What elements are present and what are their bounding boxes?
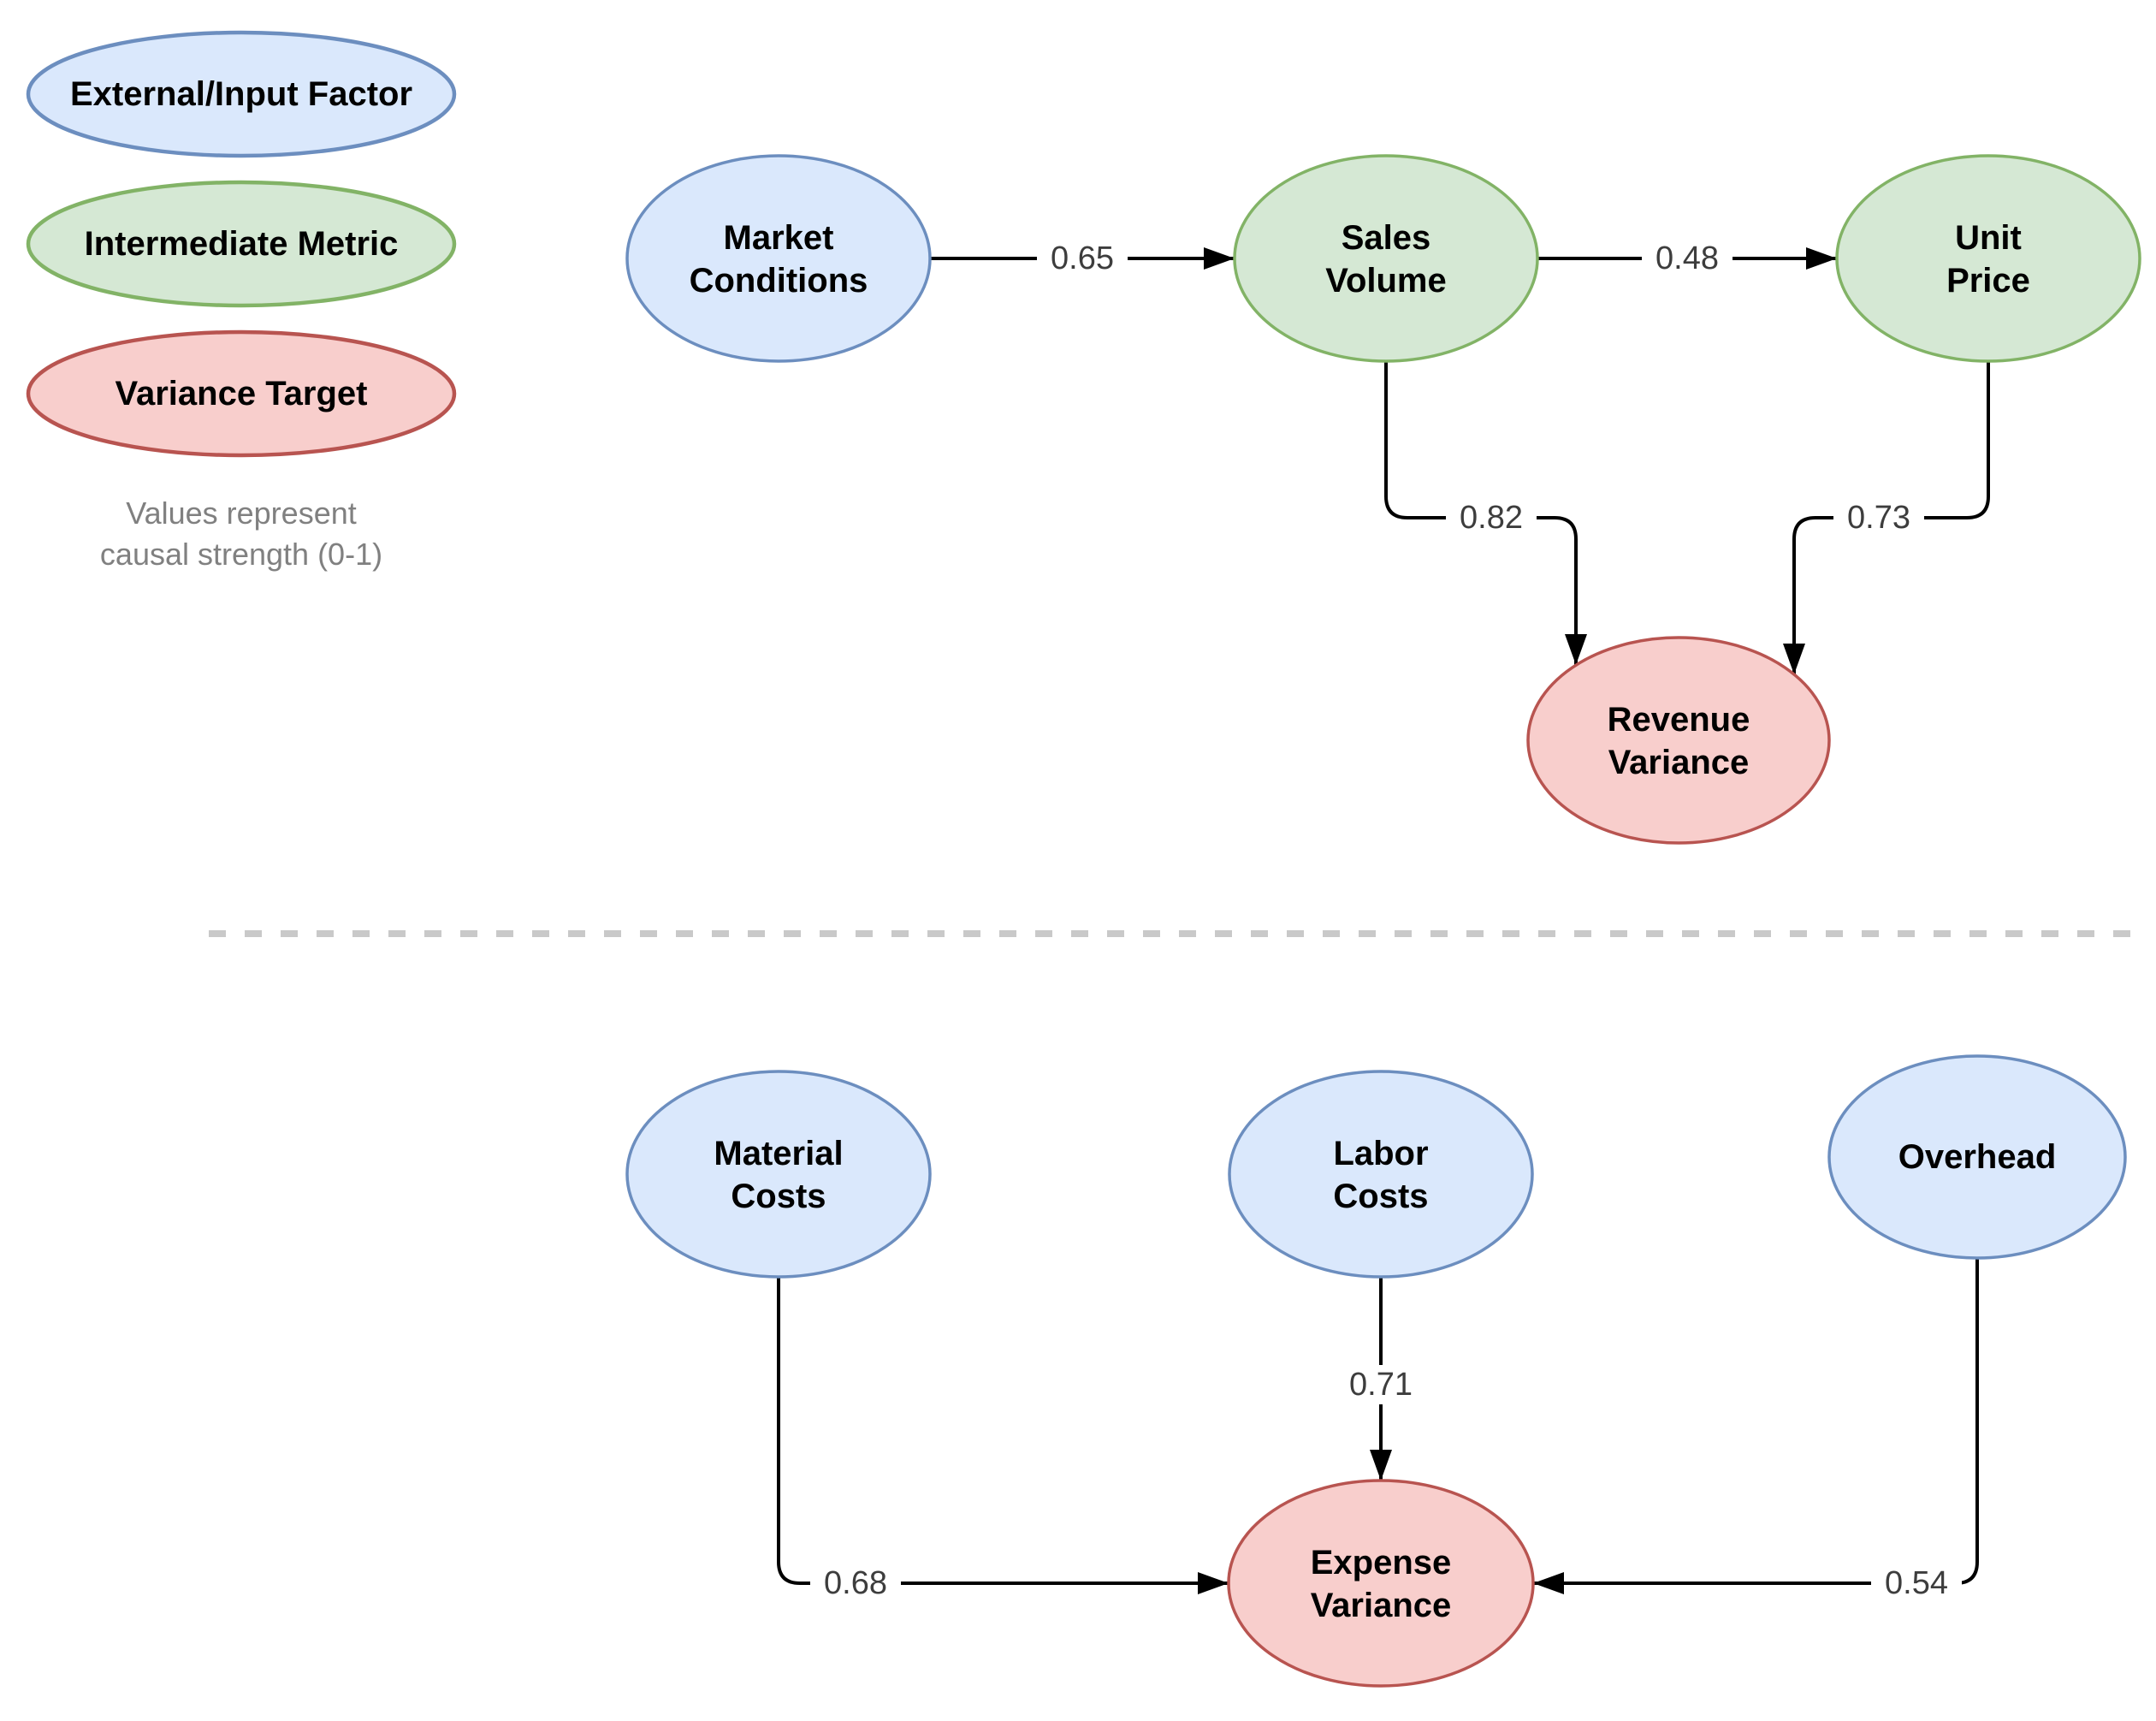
node-label-line1: Market	[724, 219, 834, 257]
legend-external-label: External/Input Factor	[70, 75, 412, 113]
edge-weight-market-to-sales: 0.65	[1037, 239, 1128, 278]
node-market-conditions: Market Conditions	[625, 154, 932, 363]
edge-weight-bg	[1446, 498, 1537, 537]
node-material-costs-ellipse	[625, 1070, 932, 1279]
node-overhead: Overhead	[1827, 1054, 2127, 1260]
legend-target-label: Variance Target	[116, 375, 368, 412]
node-label: Overhead	[1898, 1138, 2057, 1176]
legend: External/Input Factor Intermediate Metri…	[26, 30, 457, 572]
node-label-line1: Unit	[1955, 219, 2022, 257]
legend-intermediate-label: Intermediate Metric	[85, 225, 399, 263]
edge-weight-bg	[810, 1564, 901, 1603]
node-revenue-variance: Revenue Variance	[1526, 636, 1831, 845]
node-label-line1: Labor	[1333, 1135, 1428, 1172]
node-label-line2: Costs	[1333, 1178, 1428, 1215]
legend-intermediate-ellipse	[26, 180, 457, 308]
edge-overhead-to-expense	[1533, 1258, 1979, 1594]
legend-target-ellipse	[26, 329, 457, 458]
node-label-line2: Variance	[1608, 744, 1750, 781]
node-label-line2: Conditions	[690, 262, 868, 300]
node-sales-volume: Sales Volume	[1233, 154, 1539, 363]
node-label-line1: Revenue	[1608, 701, 1750, 739]
edge-weight-text: 0.71	[1349, 1367, 1413, 1403]
legend-item-external-input-factor: External/Input Factor	[26, 30, 457, 158]
legend-note-line2: causal strength (0-1)	[100, 537, 382, 572]
legend-item-variance-target: Variance Target	[26, 329, 457, 458]
revenue-section: 0.65 0.48 0.82 0.73 Market Conditions Sa…	[625, 154, 2141, 845]
node-label-line2: Costs	[731, 1178, 826, 1215]
legend-note-line1: Values represent	[126, 496, 357, 531]
node-expense-variance-ellipse	[1227, 1479, 1535, 1688]
edge-weight-bg	[1833, 498, 1924, 537]
node-labor-costs: Labor Costs	[1228, 1070, 1534, 1279]
expense-section: 0.71 0.68 0.54 Material Costs Labor Cost…	[625, 1054, 2127, 1688]
edge-material-to-expense	[777, 1277, 1229, 1594]
node-sales-volume-ellipse	[1233, 154, 1539, 363]
edge-weight-bg	[1336, 1365, 1426, 1404]
edge-weight-text: 0.65	[1051, 240, 1114, 276]
edge-weight-unitprice-to-revenue: 0.73	[1833, 498, 1924, 537]
node-overhead-ellipse	[1827, 1054, 2127, 1260]
legend-external-ellipse	[26, 30, 457, 158]
edge-weight-bg	[1037, 239, 1128, 278]
edge-weight-text: 0.54	[1885, 1565, 1948, 1601]
node-label-line1: Expense	[1311, 1544, 1452, 1582]
node-revenue-variance-ellipse	[1526, 636, 1831, 845]
node-label-line2: Price	[1946, 262, 2030, 300]
edge-weight-sales-to-revenue: 0.82	[1446, 498, 1537, 537]
node-label-line2: Volume	[1325, 262, 1447, 300]
edge-weight-text: 0.73	[1847, 500, 1910, 536]
edge-weight-sales-to-unitprice: 0.48	[1642, 239, 1732, 278]
node-label-line2: Variance	[1311, 1587, 1452, 1624]
node-label-line1: Material	[714, 1135, 843, 1172]
edge-weight-labor-to-expense: 0.71	[1336, 1365, 1426, 1404]
edge-weight-bg	[1642, 239, 1732, 278]
edge-weight-overhead-to-expense: 0.54	[1871, 1564, 1962, 1603]
node-unit-price-ellipse	[1835, 154, 2141, 363]
node-material-costs: Material Costs	[625, 1070, 932, 1279]
node-market-conditions-ellipse	[625, 154, 932, 363]
node-expense-variance: Expense Variance	[1227, 1479, 1535, 1688]
edge-weight-bg	[1871, 1564, 1962, 1603]
edge-weight-text: 0.68	[824, 1565, 887, 1601]
edge-weight-material-to-expense: 0.68	[810, 1564, 901, 1603]
node-label-line1: Sales	[1342, 219, 1431, 257]
node-unit-price: Unit Price	[1835, 154, 2141, 363]
edge-weight-text: 0.82	[1460, 500, 1523, 536]
node-labor-costs-ellipse	[1228, 1070, 1534, 1279]
edge-weight-text: 0.48	[1656, 240, 1719, 276]
legend-item-intermediate-metric: Intermediate Metric	[26, 180, 457, 308]
